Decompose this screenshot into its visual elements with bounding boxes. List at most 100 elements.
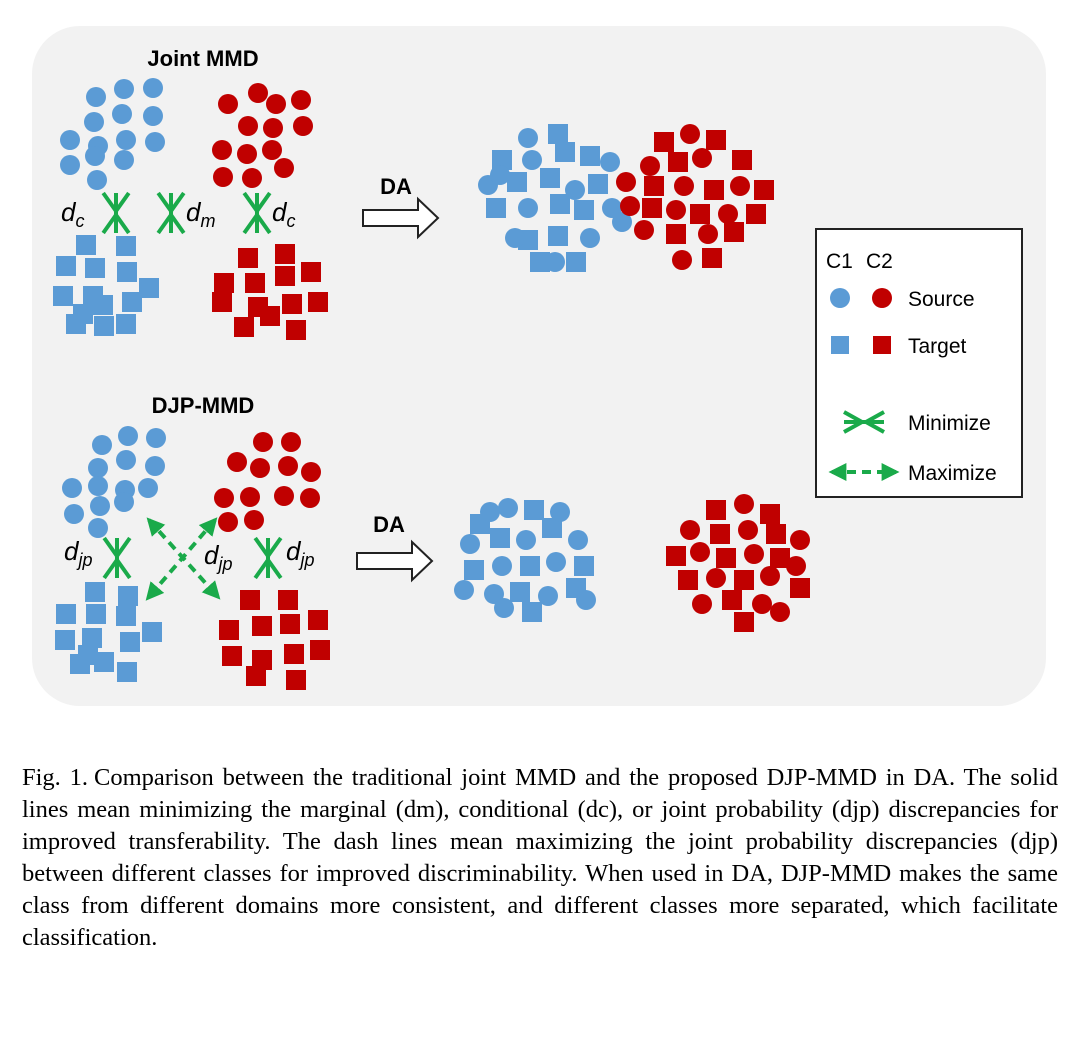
da-source-c1-point: [480, 502, 500, 522]
da-target-c1-point: [566, 252, 586, 272]
minimize-marker-head: [102, 536, 132, 560]
source-c1-point: [145, 456, 165, 476]
source-c2-point: [214, 488, 234, 508]
da-target-c2-point: [706, 130, 726, 150]
target-c2-point: [308, 292, 328, 312]
legend-source-c1: [830, 288, 850, 308]
label-dc-left: dc: [61, 197, 84, 231]
source-c1-point: [114, 492, 134, 512]
da-source-c1-point: [498, 498, 518, 518]
da-source-c1-point: [494, 598, 514, 618]
da-source-c1-point: [550, 502, 570, 522]
joint-mmd-title: Joint MMD: [147, 46, 258, 71]
da-source-c1-point: [460, 534, 480, 554]
minimize-marker-head: [102, 556, 132, 580]
target-c1-point: [85, 582, 105, 602]
source-c2-point: [291, 90, 311, 110]
da-source-c1-point: [576, 590, 596, 610]
source-c1-point: [116, 130, 136, 150]
source-c2-point: [262, 140, 282, 160]
da-source-c1-point: [580, 228, 600, 248]
source-c1-point: [85, 146, 105, 166]
da-target-c1-point: [510, 582, 530, 602]
target-c1-point: [56, 604, 76, 624]
label-djp-right: djp: [286, 536, 314, 570]
da-target-c1-point: [540, 168, 560, 188]
minimize-marker: [102, 536, 132, 580]
legend-target-c2: [873, 336, 891, 354]
minimize-marker: [101, 191, 131, 235]
target-c2-point: [284, 644, 304, 664]
da-target-c1-point: [486, 198, 506, 218]
djp-mmd-title: DJP-MMD: [152, 393, 255, 418]
da-label-top: DA: [380, 174, 412, 199]
da-source-c1-point: [546, 552, 566, 572]
da-target-c2-point: [716, 548, 736, 568]
target-c1-point: [118, 586, 138, 606]
maximize-arrow-2: [145, 517, 218, 601]
da-target-c2-point: [690, 204, 710, 224]
da-target-c2-point: [642, 198, 662, 218]
target-c1-point: [116, 606, 136, 626]
da-source-c1-point: [612, 212, 632, 232]
da-source-c2-point: [674, 176, 694, 196]
source-c2-point: [263, 118, 283, 138]
source-c2-point: [278, 456, 298, 476]
target-c2-point: [301, 262, 321, 282]
target-c1-point: [66, 314, 86, 334]
da-target-c1-point: [574, 556, 594, 576]
da-source-c1-point: [490, 165, 510, 185]
da-target-c2-point: [746, 204, 766, 224]
minimize-marker-head: [242, 191, 272, 215]
target-c2-point: [282, 294, 302, 314]
da-target-c1-point: [520, 556, 540, 576]
target-c2-point: [278, 590, 298, 610]
caption-text: Comparison between the traditional joint…: [22, 764, 1058, 951]
source-c1-point: [60, 130, 80, 150]
da-target-c2-point: [734, 570, 754, 590]
legend-minimize-label: Minimize: [908, 412, 991, 435]
source-c2-point: [248, 83, 268, 103]
legend-target-c1: [831, 336, 849, 354]
source-c2-point: [227, 452, 247, 472]
da-source-c2-point: [680, 124, 700, 144]
minimize-marker-head: [242, 211, 272, 235]
legend-source-label: Source: [908, 288, 975, 311]
source-c2-point: [213, 167, 233, 187]
source-c2-point: [240, 487, 260, 507]
target-c2-point: [286, 320, 306, 340]
target-c2-point: [222, 646, 242, 666]
target-c2-point: [214, 273, 234, 293]
minimize-marker-head: [253, 536, 283, 560]
figure-label: Fig. 1.: [22, 764, 88, 791]
source-c1-point: [92, 435, 112, 455]
figure-caption: Fig. 1.Comparison between the traditiona…: [22, 762, 1058, 954]
minimize-marker: [253, 536, 283, 580]
da-target-c2-point: [706, 500, 726, 520]
source-c1-point: [88, 476, 108, 496]
da-target-c1-point: [588, 174, 608, 194]
target-c2-point: [252, 616, 272, 636]
target-c1-point: [94, 316, 114, 336]
source-c1-point: [145, 132, 165, 152]
target-c1-point: [82, 628, 102, 648]
da-target-c2-point: [710, 524, 730, 544]
target-c1-point: [53, 286, 73, 306]
da-target-c2-point: [770, 548, 790, 568]
da-source-c1-point: [545, 252, 565, 272]
da-source-c2-point: [640, 156, 660, 176]
source-c2-point: [266, 94, 286, 114]
target-c2-point: [310, 640, 330, 660]
target-c1-point: [117, 662, 137, 682]
da-target-c2-point: [702, 248, 722, 268]
da-source-c2-point: [634, 220, 654, 240]
da-target-c2-point: [678, 570, 698, 590]
da-source-c2-point: [690, 542, 710, 562]
da-source-c2-point: [718, 204, 738, 224]
minimize-marker-head: [101, 191, 131, 215]
da-source-c1-point: [568, 530, 588, 550]
target-c2-point: [308, 610, 328, 630]
source-c2-point: [253, 432, 273, 452]
da-source-c1-point: [516, 530, 536, 550]
